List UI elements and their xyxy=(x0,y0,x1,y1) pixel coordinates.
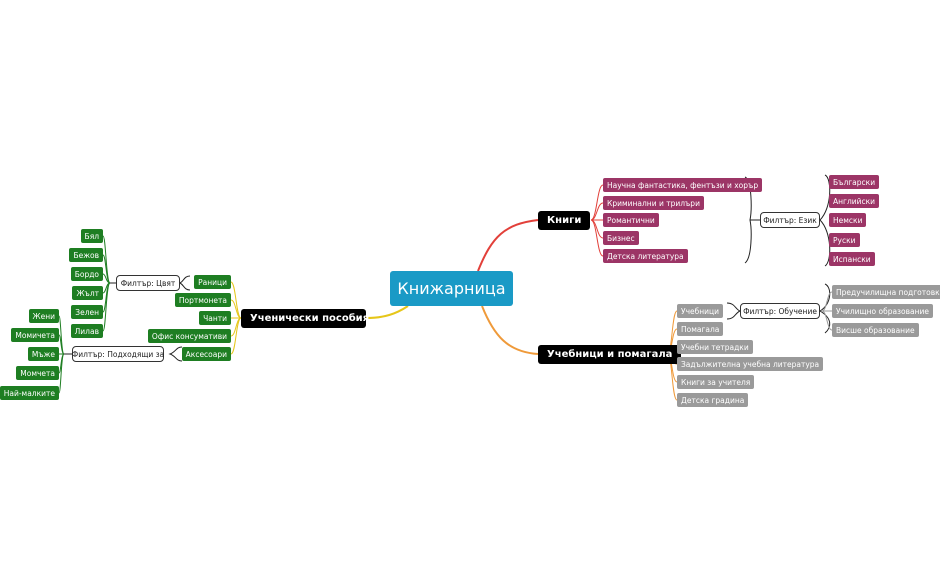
color-option[interactable]: Бордо xyxy=(70,267,103,281)
textbook-category[interactable]: Учебни тетрадки xyxy=(677,340,753,354)
for-filter-brace xyxy=(168,346,183,362)
color-option[interactable]: Жълт xyxy=(72,286,103,300)
book-category[interactable]: Романтични xyxy=(603,213,659,227)
book-category[interactable]: Научна фантастика, фентъзи и хорър xyxy=(603,178,763,192)
color-option[interactable]: Бял xyxy=(80,229,103,243)
book-category[interactable]: Детска литература xyxy=(603,249,688,263)
branch-textbooks-line xyxy=(481,305,539,355)
color-option[interactable]: Лилав xyxy=(70,324,103,338)
color-option[interactable]: Зелен xyxy=(71,305,103,319)
colors-lines xyxy=(102,235,111,332)
branch-books[interactable]: Книги xyxy=(538,211,591,230)
color-filter-brace xyxy=(178,275,191,291)
textbook-category[interactable]: Учебници xyxy=(677,304,723,318)
audience-option[interactable]: Момичета xyxy=(11,328,59,342)
branch-textbooks[interactable]: Учебници и помагала xyxy=(538,345,682,364)
color-option[interactable]: Бежов xyxy=(69,248,103,262)
school-supply-item[interactable]: Чанти xyxy=(199,311,231,325)
education-filter[interactable]: Филтър: Обучение xyxy=(740,303,820,319)
education-level[interactable]: Висше образование xyxy=(832,323,919,337)
school-supply-item[interactable]: Аксесоари xyxy=(181,347,231,361)
textbook-category[interactable]: Книги за учителя xyxy=(677,375,755,389)
for-items-lines xyxy=(58,315,65,394)
education-levels-lines xyxy=(821,291,833,331)
central-topic[interactable]: Книжарница xyxy=(390,271,513,306)
branch-school-line xyxy=(365,305,409,319)
language-option[interactable]: Английски xyxy=(829,194,880,208)
textbook-category[interactable]: Задължителна учебна литература xyxy=(677,357,824,371)
audience-option[interactable]: Жени xyxy=(28,309,59,323)
book-category[interactable]: Криминални и трилъри xyxy=(603,196,704,210)
audience-option[interactable]: Мъже xyxy=(27,347,59,361)
textbook-category[interactable]: Детска градина xyxy=(677,393,749,407)
education-level[interactable]: Предучилищна подготовка xyxy=(832,285,940,299)
school-children-lines xyxy=(230,281,242,355)
audience-filter[interactable]: Филтър: Подходящи за xyxy=(72,346,164,362)
education-level[interactable]: Училищно образование xyxy=(832,304,934,318)
school-supply-item[interactable]: Раници xyxy=(194,275,231,289)
language-option[interactable]: Испански xyxy=(829,252,875,266)
branch-books-line xyxy=(477,219,539,272)
language-option[interactable]: Руски xyxy=(829,233,860,247)
school-supply-item[interactable]: Офис консумативи xyxy=(147,329,231,343)
language-option[interactable]: Български xyxy=(829,175,880,189)
language-option[interactable]: Немски xyxy=(829,213,867,227)
books-children-lines xyxy=(590,184,604,257)
school-supply-item[interactable]: Портмонета xyxy=(174,293,231,307)
textbook-category[interactable]: Помагала xyxy=(677,322,724,336)
audience-option[interactable]: Момчета xyxy=(16,366,59,380)
book-category[interactable]: Бизнес xyxy=(603,231,639,245)
education-brace xyxy=(726,302,742,320)
audience-option[interactable]: Най-малките xyxy=(0,386,59,400)
language-filter[interactable]: Филтър: Език xyxy=(760,212,820,228)
branch-school-supplies[interactable]: Ученически пособия xyxy=(241,309,369,328)
color-filter[interactable]: Филтър: Цвят xyxy=(116,275,180,291)
